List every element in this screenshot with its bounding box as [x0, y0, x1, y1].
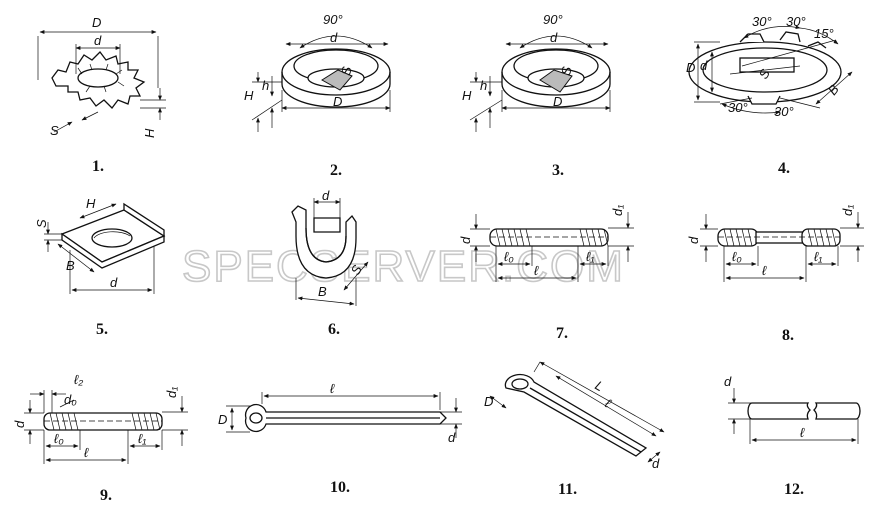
fig7-label-l0: ℓ₀: [504, 249, 514, 264]
fig9-label-l1: ℓ₁: [138, 431, 146, 446]
fig8-label-l1: ℓ₁: [814, 249, 822, 264]
fig3-label-angle: 90°: [543, 12, 563, 27]
fig10-label-l: ℓ: [330, 381, 335, 396]
fig10-label-D: D: [218, 412, 227, 427]
fig2-label-H: H: [244, 88, 254, 103]
fig7-number: 7.: [556, 325, 568, 342]
fig12-label-d: d: [724, 374, 732, 389]
fig7-label-d: d: [458, 236, 473, 244]
fig4-label-D: D: [686, 60, 695, 75]
fig4-label-a1: 30°: [752, 14, 772, 29]
figure-10: ℓ D d 10.: [218, 381, 462, 496]
fig3-label-h: h: [480, 78, 487, 93]
fig5-label-d: d: [110, 275, 118, 290]
fig11-label-d: d: [652, 456, 660, 471]
fig8-label-l: ℓ: [762, 263, 767, 278]
fig11-number: 11.: [558, 481, 577, 498]
fig2-label-angle: 90°: [323, 12, 343, 27]
fig5-number: 5.: [96, 321, 108, 338]
figure-9: ℓ₂ d₀ d d₁ ℓ₀ ℓ₁ ℓ 9.: [12, 372, 188, 504]
fig7-label-d1: d₁: [610, 205, 625, 216]
fig9-label-l2: ℓ₂: [74, 372, 83, 387]
figure-4: 30° 30° 15° D d S B 30° 30° 4.: [686, 14, 853, 177]
fig12-number: 12.: [784, 481, 804, 498]
fig9-label-l0: ℓ₀: [54, 431, 64, 446]
fig9-label-d: d: [12, 420, 27, 428]
fig11-label-D: D: [484, 394, 493, 409]
watermark: SPECSERVER.COM: [182, 242, 625, 291]
fig10-label-d: d: [448, 430, 456, 445]
fig2-number: 2.: [330, 162, 342, 179]
fig3-label-S: S: [558, 65, 574, 76]
fig1-label-S: S: [50, 123, 59, 138]
fig6-label-d: d: [322, 188, 330, 203]
fig4-number: 4.: [778, 160, 790, 177]
fig7-label-l1: ℓ₁: [586, 249, 594, 264]
fig1-label-d: d: [94, 33, 102, 48]
fig5-label-B: B: [66, 258, 75, 273]
fig9-label-l: ℓ: [84, 445, 89, 460]
fig4-label-a4: 30°: [728, 100, 748, 115]
fig1-number: 1.: [92, 158, 104, 175]
fig6-label-B: B: [318, 284, 327, 299]
fig4-label-a5: 30°: [774, 104, 794, 119]
fig3-label-D: D: [553, 94, 562, 109]
figure-6: d S B 6.: [291, 188, 369, 338]
fig5-label-H: H: [86, 196, 96, 211]
fig5-label-S: S: [34, 219, 49, 228]
fig8-label-l0: ℓ₀: [732, 249, 742, 264]
fig10-number: 10.: [330, 479, 350, 496]
fig3-label-d: d: [550, 30, 558, 45]
fig7-label-l: ℓ: [534, 263, 539, 278]
figure-5: H S B d 5.: [34, 196, 166, 338]
fig8-label-d1: d₁: [840, 205, 855, 216]
fig8-number: 8.: [782, 327, 794, 344]
fig3-number: 3.: [552, 162, 564, 179]
figure-1: D d S H 1.: [37, 15, 166, 175]
fig2-label-h: h: [262, 78, 269, 93]
fig8-label-d: d: [686, 236, 701, 244]
fig4-label-d: d: [700, 58, 708, 73]
figure-7: d d₁ ℓ₀ ℓ₁ ℓ 7.: [458, 205, 634, 342]
fig4-label-a3: 15°: [814, 26, 834, 41]
fig12-label-l: ℓ: [800, 425, 805, 440]
fig11-label-L: L: [593, 378, 607, 395]
fig3-label-H: H: [462, 88, 472, 103]
fig9-label-d1: d₁: [164, 387, 179, 398]
figure-2: 90° d H h S D 2.: [244, 12, 391, 179]
figure-12: d ℓ 12.: [724, 374, 861, 498]
fig6-number: 6.: [328, 321, 340, 338]
fig11-label-l: ℓ: [603, 396, 615, 411]
fig1-label-H: H: [142, 128, 157, 138]
fig9-number: 9.: [100, 487, 112, 504]
figure-3: 90° d H h S D 3.: [462, 12, 611, 179]
fig2-label-d: d: [330, 30, 338, 45]
fig2-label-S: S: [338, 65, 354, 76]
fig9-label-d0: d₀: [64, 392, 77, 407]
figure-8: d d₁ ℓ₀ ℓ₁ ℓ 8.: [686, 205, 864, 344]
figure-11: L ℓ D d 11.: [484, 361, 665, 498]
fig1-label-D: D: [92, 15, 101, 30]
fig2-label-D: D: [333, 94, 342, 109]
